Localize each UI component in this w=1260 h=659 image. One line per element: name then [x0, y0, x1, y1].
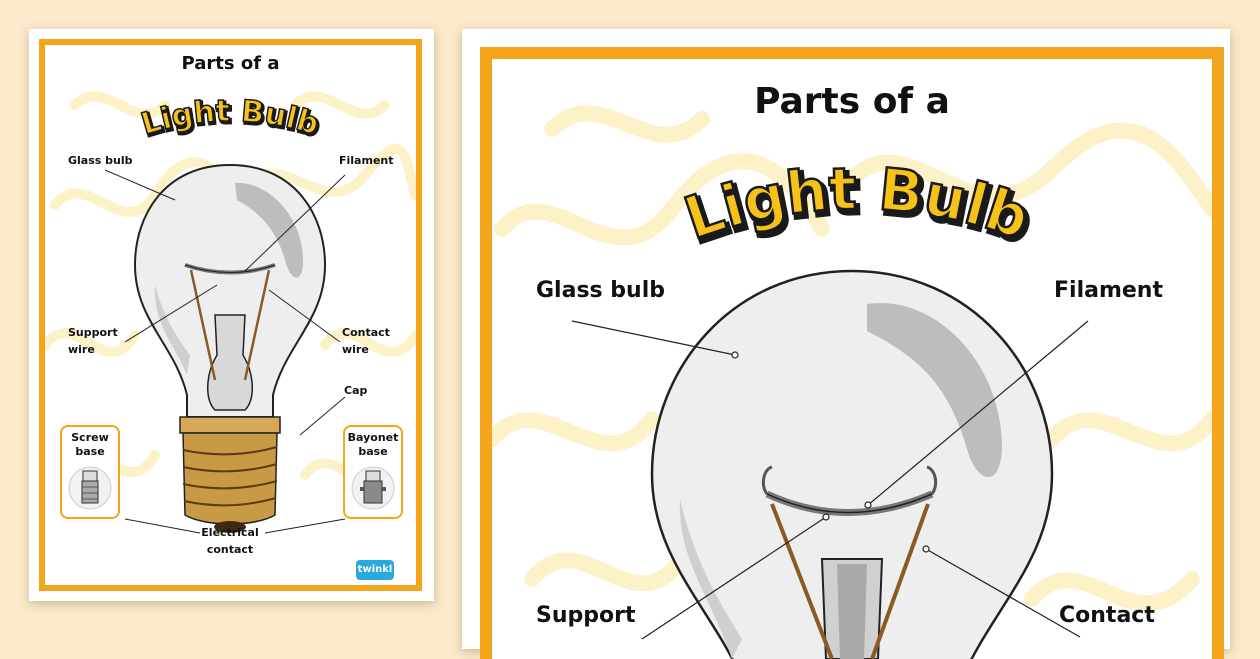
poster-frame-zoomed: Parts of a Light Bulb Light Bulb	[480, 47, 1224, 659]
label-glass-bulb-zoomed: Glass bulb	[536, 278, 665, 303]
label-contact-wire-line1: Contact	[342, 326, 390, 339]
label-cap: Cap	[344, 384, 368, 397]
inset-bayonet-base-line2: base	[358, 445, 388, 458]
label-contact-wire-zoomed: Contact	[1059, 603, 1155, 628]
inset-bayonet-base-line1: Bayonet	[347, 431, 399, 444]
bulb-highlight-zoomed	[867, 302, 1002, 478]
support-wire-left	[189, 269, 217, 381]
label-contact-wire-line2: wire	[342, 343, 369, 356]
light-bulb-illustration	[133, 163, 327, 533]
poster-title-light-bulb-zoomed: Light Bulb Light Bulb	[675, 154, 1042, 259]
filament-right-hook	[926, 465, 938, 495]
label-support-wire-zoomed: Support	[536, 603, 636, 628]
poster-title-line1-zoomed: Parts of a	[754, 81, 950, 122]
inset-bayonet-base: Bayonet base	[343, 425, 403, 519]
label-leader-lines-zoomed	[571, 320, 1089, 640]
glass-stem	[207, 314, 253, 411]
inset-screw-base-line2: base	[75, 445, 105, 458]
bulb-shade-left-zoomed	[679, 499, 742, 659]
inset-screw-base-line1: Screw	[71, 431, 109, 444]
label-filament: Filament	[339, 154, 394, 167]
bulb-shade-left	[154, 285, 190, 375]
label-support-wire-line2: wire	[68, 343, 95, 356]
filament-wire-outline	[184, 264, 276, 273]
electrical-contact-tip	[214, 521, 246, 533]
label-filament-zoomed: Filament	[1054, 278, 1163, 303]
poster-zoomed[interactable]: Parts of a Light Bulb Light Bulb	[462, 29, 1230, 659]
poster-title-line1: Parts of a	[181, 53, 280, 74]
screw-base-thumbnail	[68, 466, 112, 510]
background-swirl-pattern-zoomed	[492, 105, 1212, 612]
poster-thumbnail[interactable]: Parts of a Light Bulb Light Bulb	[29, 29, 434, 601]
label-electrical-contact-line1: Electrical	[201, 526, 259, 539]
label-electrical-contact-line2: contact	[206, 543, 254, 556]
label-glass-bulb: Glass bulb	[68, 154, 133, 167]
label-leader-lines	[104, 169, 346, 534]
inset-screw-base: Screw base	[60, 425, 120, 519]
twinkl-logo: twinkl	[356, 560, 394, 580]
label-support-wire-line1: Support	[68, 326, 118, 339]
filament-left-hook	[761, 465, 773, 495]
bayonet-base-thumbnail	[351, 466, 395, 510]
poster-title-light-bulb: Light Bulb Light Bulb	[137, 93, 326, 146]
bulb-highlight	[235, 182, 304, 278]
filament-wire-outline-zoomed	[766, 493, 933, 514]
support-wire-right	[243, 269, 271, 381]
poster-frame: Parts of a Light Bulb Light Bulb	[39, 39, 422, 591]
